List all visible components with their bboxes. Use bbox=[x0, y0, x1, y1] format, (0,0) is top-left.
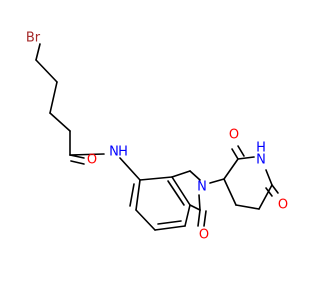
bond-ar-c7-c7a bbox=[184, 204, 191, 227]
bond-ar-c6-c7 bbox=[154, 225, 186, 231]
bond-glut-n-c6 bbox=[265, 169, 273, 186]
imide-nitrogen-label: N bbox=[256, 153, 266, 168]
bond-glut-c6-o-b bbox=[265, 187, 273, 197]
bond-ar-c4-c5-inner bbox=[129, 183, 135, 207]
bond-c1-o-lactam-a bbox=[197, 209, 201, 227]
bond-ar-c7a-c3a-inner bbox=[167, 180, 185, 206]
bromine-label: Br bbox=[26, 31, 41, 46]
bond-ar-c7a-c3a bbox=[171, 176, 191, 206]
bond-ch2-n-ring bbox=[189, 170, 201, 181]
bond-ar-c4-c5 bbox=[135, 179, 141, 211]
bond-ar-c3a-c4 bbox=[139, 176, 173, 181]
bond-br-c1 bbox=[35, 43, 41, 61]
amide-oxygen-label: O bbox=[87, 153, 97, 168]
imide-hydrogen-label: H bbox=[256, 141, 266, 156]
amide-nitrogen-label: N bbox=[109, 145, 119, 160]
bond-c1-c7a bbox=[189, 204, 201, 211]
bond-c2-c3 bbox=[49, 81, 58, 114]
bond-c5-n-amide bbox=[69, 153, 105, 156]
bond-glut-c6-o-a bbox=[271, 184, 279, 194]
bond-glut-c2-o-a bbox=[231, 148, 239, 160]
lactam-oxygen-label: O bbox=[199, 228, 209, 243]
bond-glut-c2-n bbox=[237, 156, 255, 160]
bond-glut-c2-o-b bbox=[237, 145, 245, 157]
imide-top-oxygen-label: O bbox=[229, 128, 239, 143]
molecule-structure: Br O N H N O N H O O bbox=[26, 31, 288, 243]
isoindolinone-nitrogen-label: N bbox=[197, 180, 207, 195]
imide-bottom-oxygen-label: O bbox=[278, 198, 288, 213]
bond-c3-c4 bbox=[49, 112, 71, 132]
bond-c1-c2 bbox=[35, 59, 58, 83]
bond-n-amide-aromatic bbox=[119, 157, 141, 181]
bond-n-ring-c1 bbox=[198, 194, 201, 211]
bond-c3a-ch2 bbox=[171, 170, 191, 178]
bond-glut-c6-c5 bbox=[258, 184, 273, 210]
bond-glut-c5-c4 bbox=[235, 204, 260, 210]
bond-ar-c6-c7-inner bbox=[157, 220, 182, 225]
bond-glut-c3-c2 bbox=[223, 158, 239, 180]
bond-c1-o-lactam-b bbox=[203, 210, 207, 227]
bond-glut-c4-c3 bbox=[223, 178, 237, 206]
amide-hydrogen-label: H bbox=[118, 145, 128, 160]
bond-n-ring-c3-glut bbox=[209, 178, 225, 184]
bond-c5-o-amide-b bbox=[70, 160, 85, 165]
bond-ar-c5-c6 bbox=[135, 209, 156, 231]
